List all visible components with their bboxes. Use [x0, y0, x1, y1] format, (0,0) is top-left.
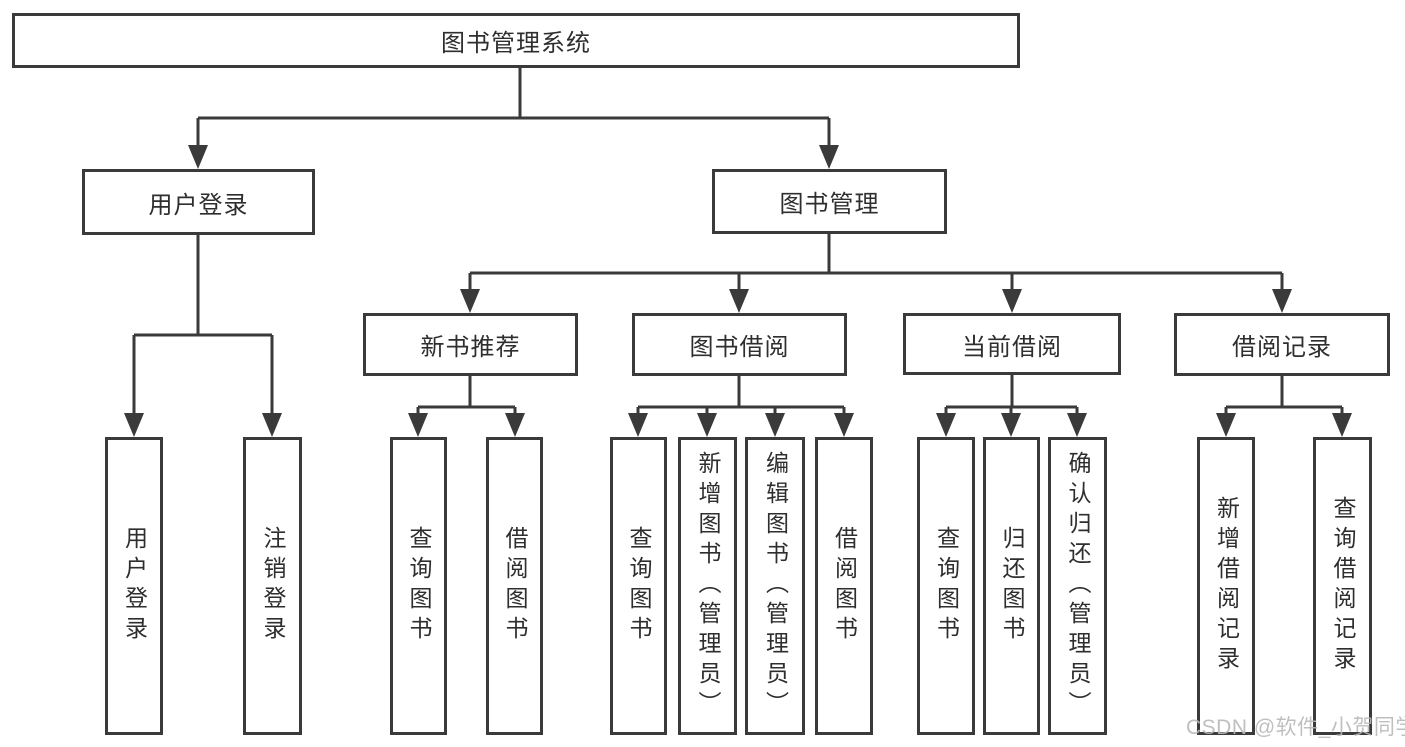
- leaf-borrow-books-recommend: 借阅图书: [486, 437, 543, 735]
- leaf-label: 查询图书: [626, 526, 652, 646]
- node-current-borrowing: 当前借阅: [903, 313, 1121, 375]
- leaf-add-books-admin: 新增图书（管理员）: [678, 437, 737, 735]
- leaf-label: 用户登录: [121, 526, 148, 646]
- leaf-label: 确认归还（管理员）: [1065, 451, 1091, 721]
- node-library-management-system: 图书管理系统: [12, 13, 1020, 68]
- leaf-label: 查询借阅记录: [1330, 496, 1356, 676]
- leaf-user-login: 用户登录: [105, 437, 163, 735]
- node-book-management: 图书管理: [712, 169, 947, 234]
- leaf-label: 借阅图书: [502, 526, 528, 646]
- leaf-borrow-books: 借阅图书: [815, 437, 873, 735]
- leaf-label: 查询图书: [933, 526, 960, 646]
- leaf-query-books-recommend: 查询图书: [390, 437, 447, 735]
- leaf-label: 编辑图书（管理员）: [762, 451, 789, 721]
- leaf-label: 查询图书: [406, 526, 432, 646]
- leaf-add-borrow-record: 新增借阅记录: [1197, 437, 1255, 735]
- node-borrowing-records: 借阅记录: [1174, 313, 1390, 376]
- node-user-login: 用户登录: [82, 169, 315, 235]
- leaf-confirm-return-admin: 确认归还（管理员）: [1048, 437, 1107, 735]
- node-new-book-recommendation: 新书推荐: [363, 313, 578, 376]
- leaf-label: 借阅图书: [831, 526, 858, 646]
- leaf-query-books-borrow: 查询图书: [610, 437, 667, 735]
- leaf-label: 归还图书: [999, 526, 1025, 646]
- leaf-label: 注销登录: [260, 526, 286, 646]
- leaf-edit-books-admin: 编辑图书（管理员）: [745, 437, 805, 735]
- leaf-return-books: 归还图书: [983, 437, 1040, 735]
- node-book-borrowing: 图书借阅: [632, 313, 847, 376]
- leaf-query-books-current: 查询图书: [917, 437, 975, 735]
- leaf-logout: 注销登录: [243, 437, 302, 735]
- leaf-label: 新增借阅记录: [1213, 496, 1240, 676]
- leaf-query-borrow-record: 查询借阅记录: [1313, 437, 1372, 735]
- csdn-watermark: CSDN @软件_小贺同学: [1186, 716, 1405, 739]
- leaf-label: 新增图书（管理员）: [695, 451, 721, 721]
- arrowheads: [124, 145, 1352, 437]
